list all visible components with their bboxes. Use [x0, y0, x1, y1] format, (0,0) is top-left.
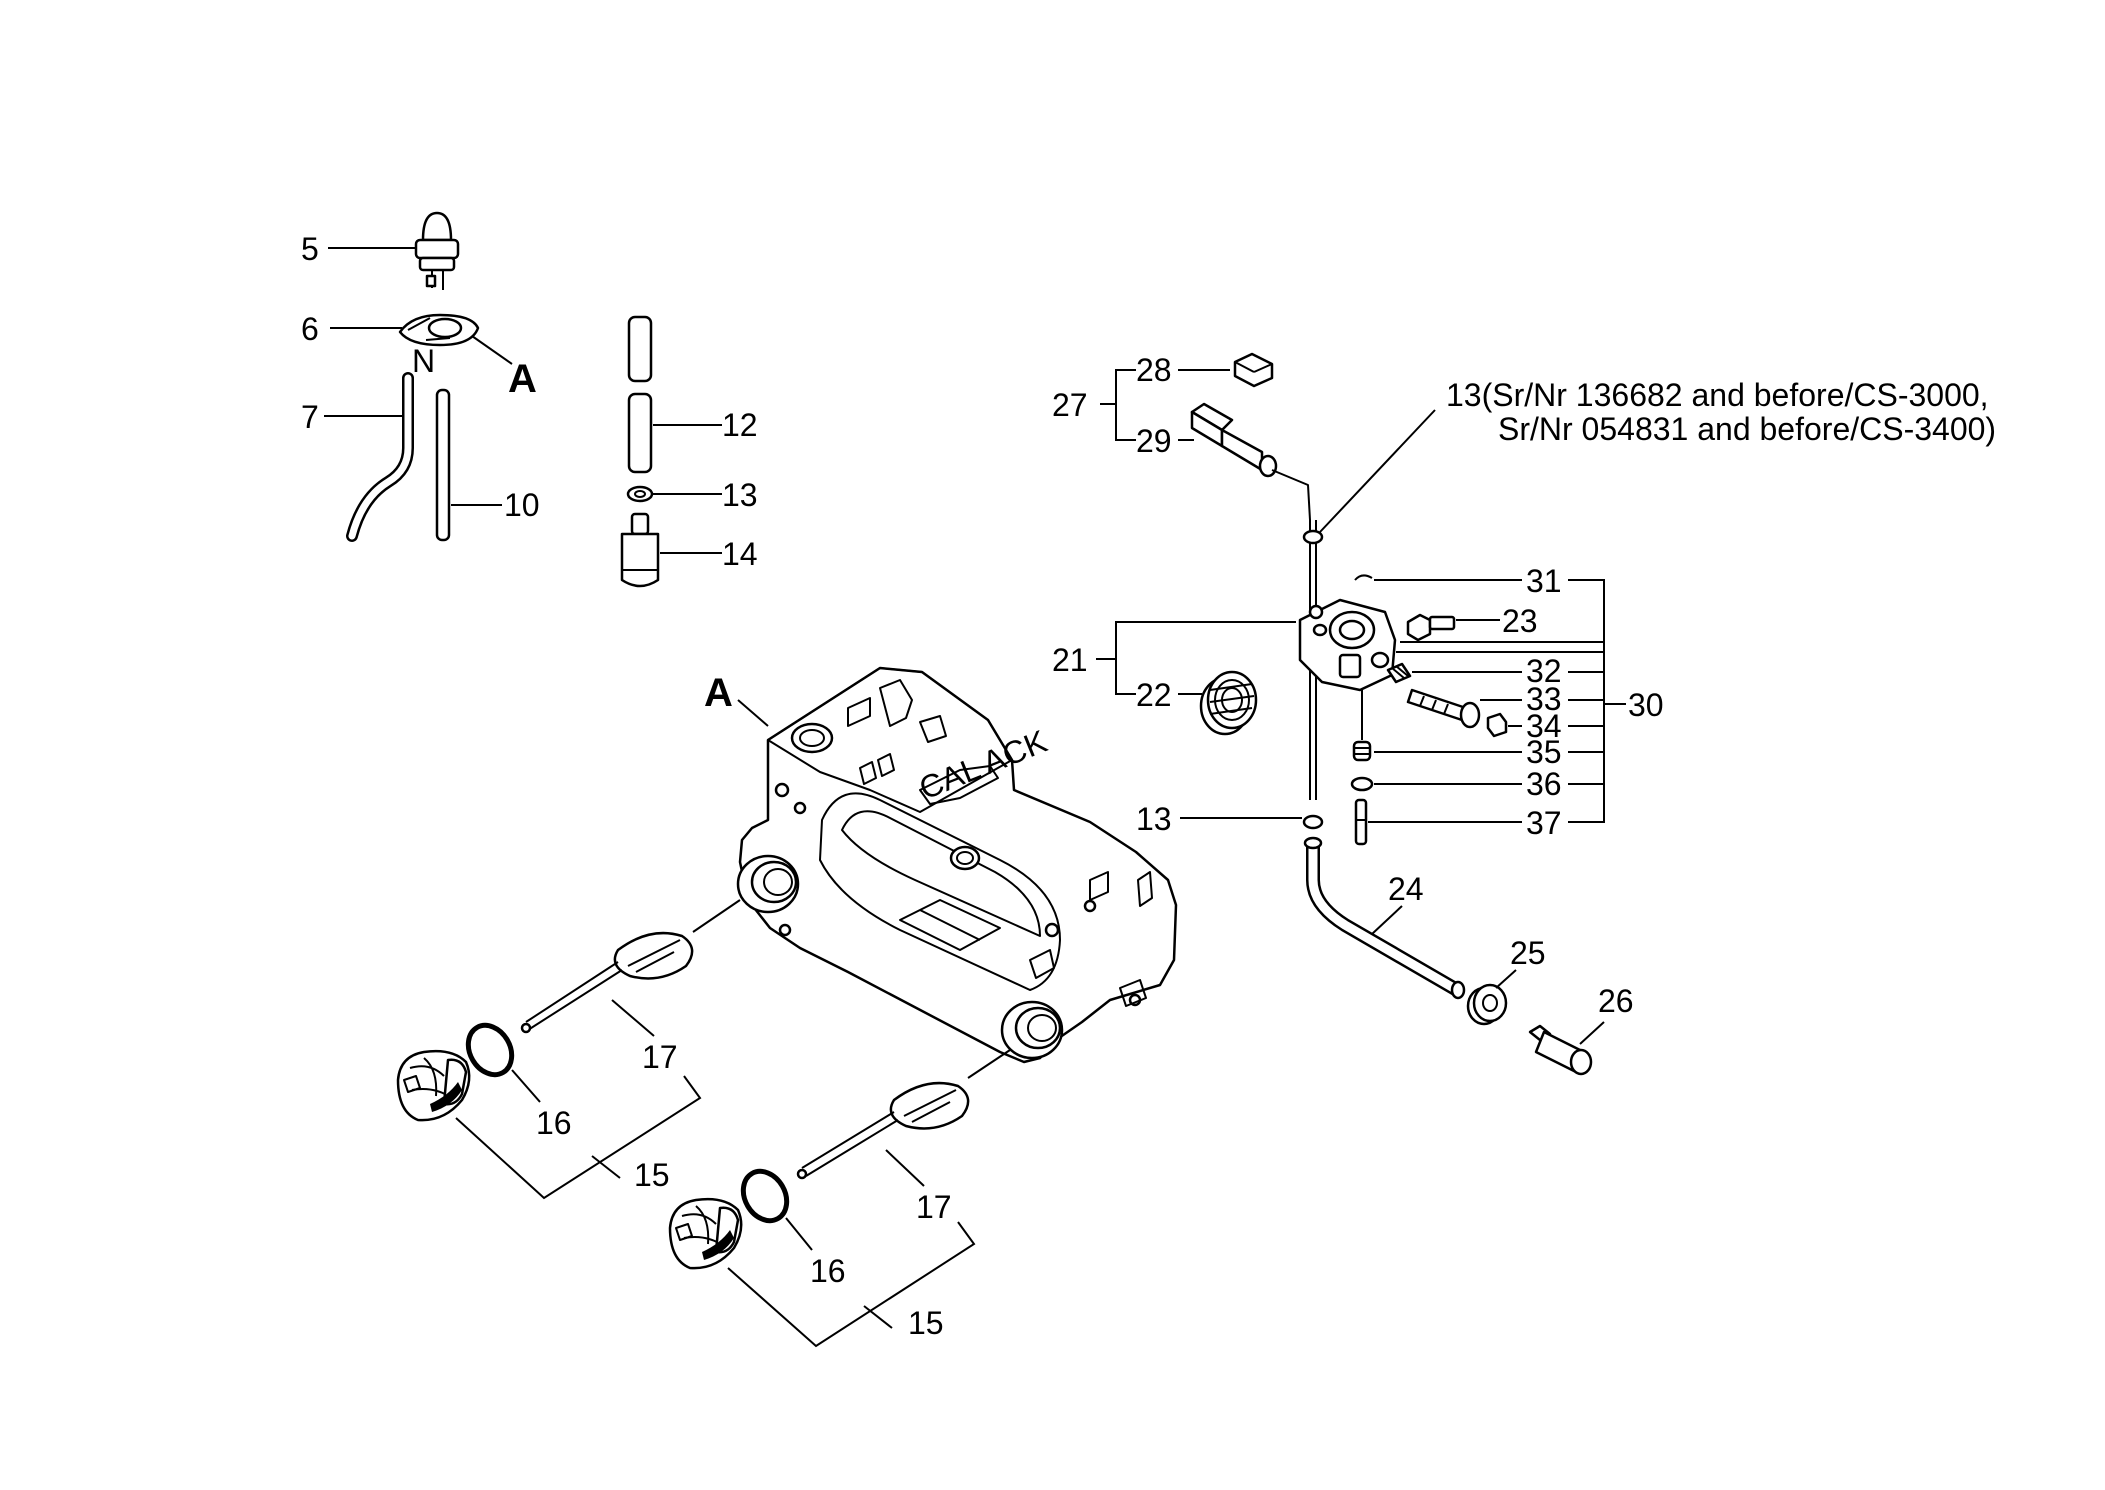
part-24-oil-hose	[1303, 836, 1466, 1000]
label-21: 21	[1052, 642, 1088, 678]
part-14-filter	[620, 512, 660, 588]
part-37-pin	[1354, 798, 1368, 846]
part-7-fuel-tube	[346, 372, 414, 542]
label-32: 32	[1526, 653, 1562, 689]
part-13-washer	[626, 485, 654, 503]
label-16-left: 16	[536, 1105, 572, 1141]
part-12-tubes	[627, 315, 653, 474]
part-16-oring-right	[740, 1168, 790, 1224]
label-16-right: 16	[810, 1253, 846, 1289]
part-31-clip	[1354, 574, 1373, 581]
part-17-strainer-right	[796, 1049, 1011, 1180]
part-22-worm-gear	[1199, 670, 1258, 736]
crankcase-tank: CAL ACK	[736, 666, 1178, 1064]
part-26-strainer	[1528, 1024, 1593, 1076]
label-22: 22	[1136, 677, 1172, 713]
part-33-plunger	[1406, 688, 1481, 729]
label-30: 30	[1628, 687, 1664, 723]
label-28: 28	[1136, 352, 1172, 388]
label-13-note-line1: 13(Sr/Nr 136682 and before/CS-3000,	[1446, 377, 1989, 413]
part-36-washer	[1350, 776, 1374, 792]
part-17-strainer-left	[520, 899, 741, 1034]
label-36: 36	[1526, 766, 1562, 802]
part-35-spring	[1352, 740, 1372, 762]
label-34: 34	[1526, 708, 1562, 744]
callout-labels: 5 6 A 7 10 12 13 14 27 28 29 13(Sr/Nr 13…	[301, 231, 1996, 1341]
part-15-cap-right	[668, 1197, 743, 1270]
label-14: 14	[722, 536, 758, 572]
label-15-left: 15	[634, 1157, 670, 1193]
part-6-grommet: N	[398, 313, 480, 379]
label-13-oil: 13	[1136, 801, 1172, 837]
label-35: 35	[1526, 734, 1562, 770]
label-37: 37	[1526, 805, 1562, 841]
label-24: 24	[1388, 871, 1424, 907]
part-23-bolt	[1406, 613, 1456, 642]
label-7: 7	[301, 399, 319, 435]
label-31: 31	[1526, 563, 1562, 599]
label-5: 5	[301, 231, 319, 267]
label-13-pump: 13	[722, 477, 758, 513]
label-13-note-line2: Sr/Nr 054831 and before/CS-3400)	[1498, 411, 1996, 447]
tube-mark: N	[412, 343, 435, 379]
label-15-right: 15	[908, 1305, 944, 1341]
part-32-spring	[1386, 662, 1412, 684]
label-25: 25	[1510, 935, 1546, 971]
label-17-right: 17	[916, 1189, 952, 1225]
label-33: 33	[1526, 681, 1562, 717]
part-10-tube	[435, 388, 451, 542]
label-10: 10	[504, 487, 540, 523]
part-29-fitting	[1190, 402, 1311, 521]
part-25-grommet	[1466, 983, 1508, 1026]
part-34-plug	[1486, 712, 1508, 738]
part-28-block	[1233, 352, 1274, 388]
part-21-oil-pump	[1298, 598, 1397, 692]
leader-lines	[324, 247, 1626, 1348]
label-a-tank: A	[704, 671, 733, 715]
label-17-left: 17	[642, 1039, 678, 1075]
label-a-top: A	[508, 357, 537, 401]
part-16-oring-left	[465, 1022, 515, 1078]
label-26: 26	[1598, 983, 1634, 1019]
label-12: 12	[722, 407, 758, 443]
part-5-primer-bulb	[414, 211, 460, 290]
label-6: 6	[301, 311, 319, 347]
label-27: 27	[1052, 387, 1088, 423]
label-29: 29	[1136, 423, 1172, 459]
part-15-cap-left	[396, 1049, 471, 1122]
label-23: 23	[1502, 603, 1538, 639]
